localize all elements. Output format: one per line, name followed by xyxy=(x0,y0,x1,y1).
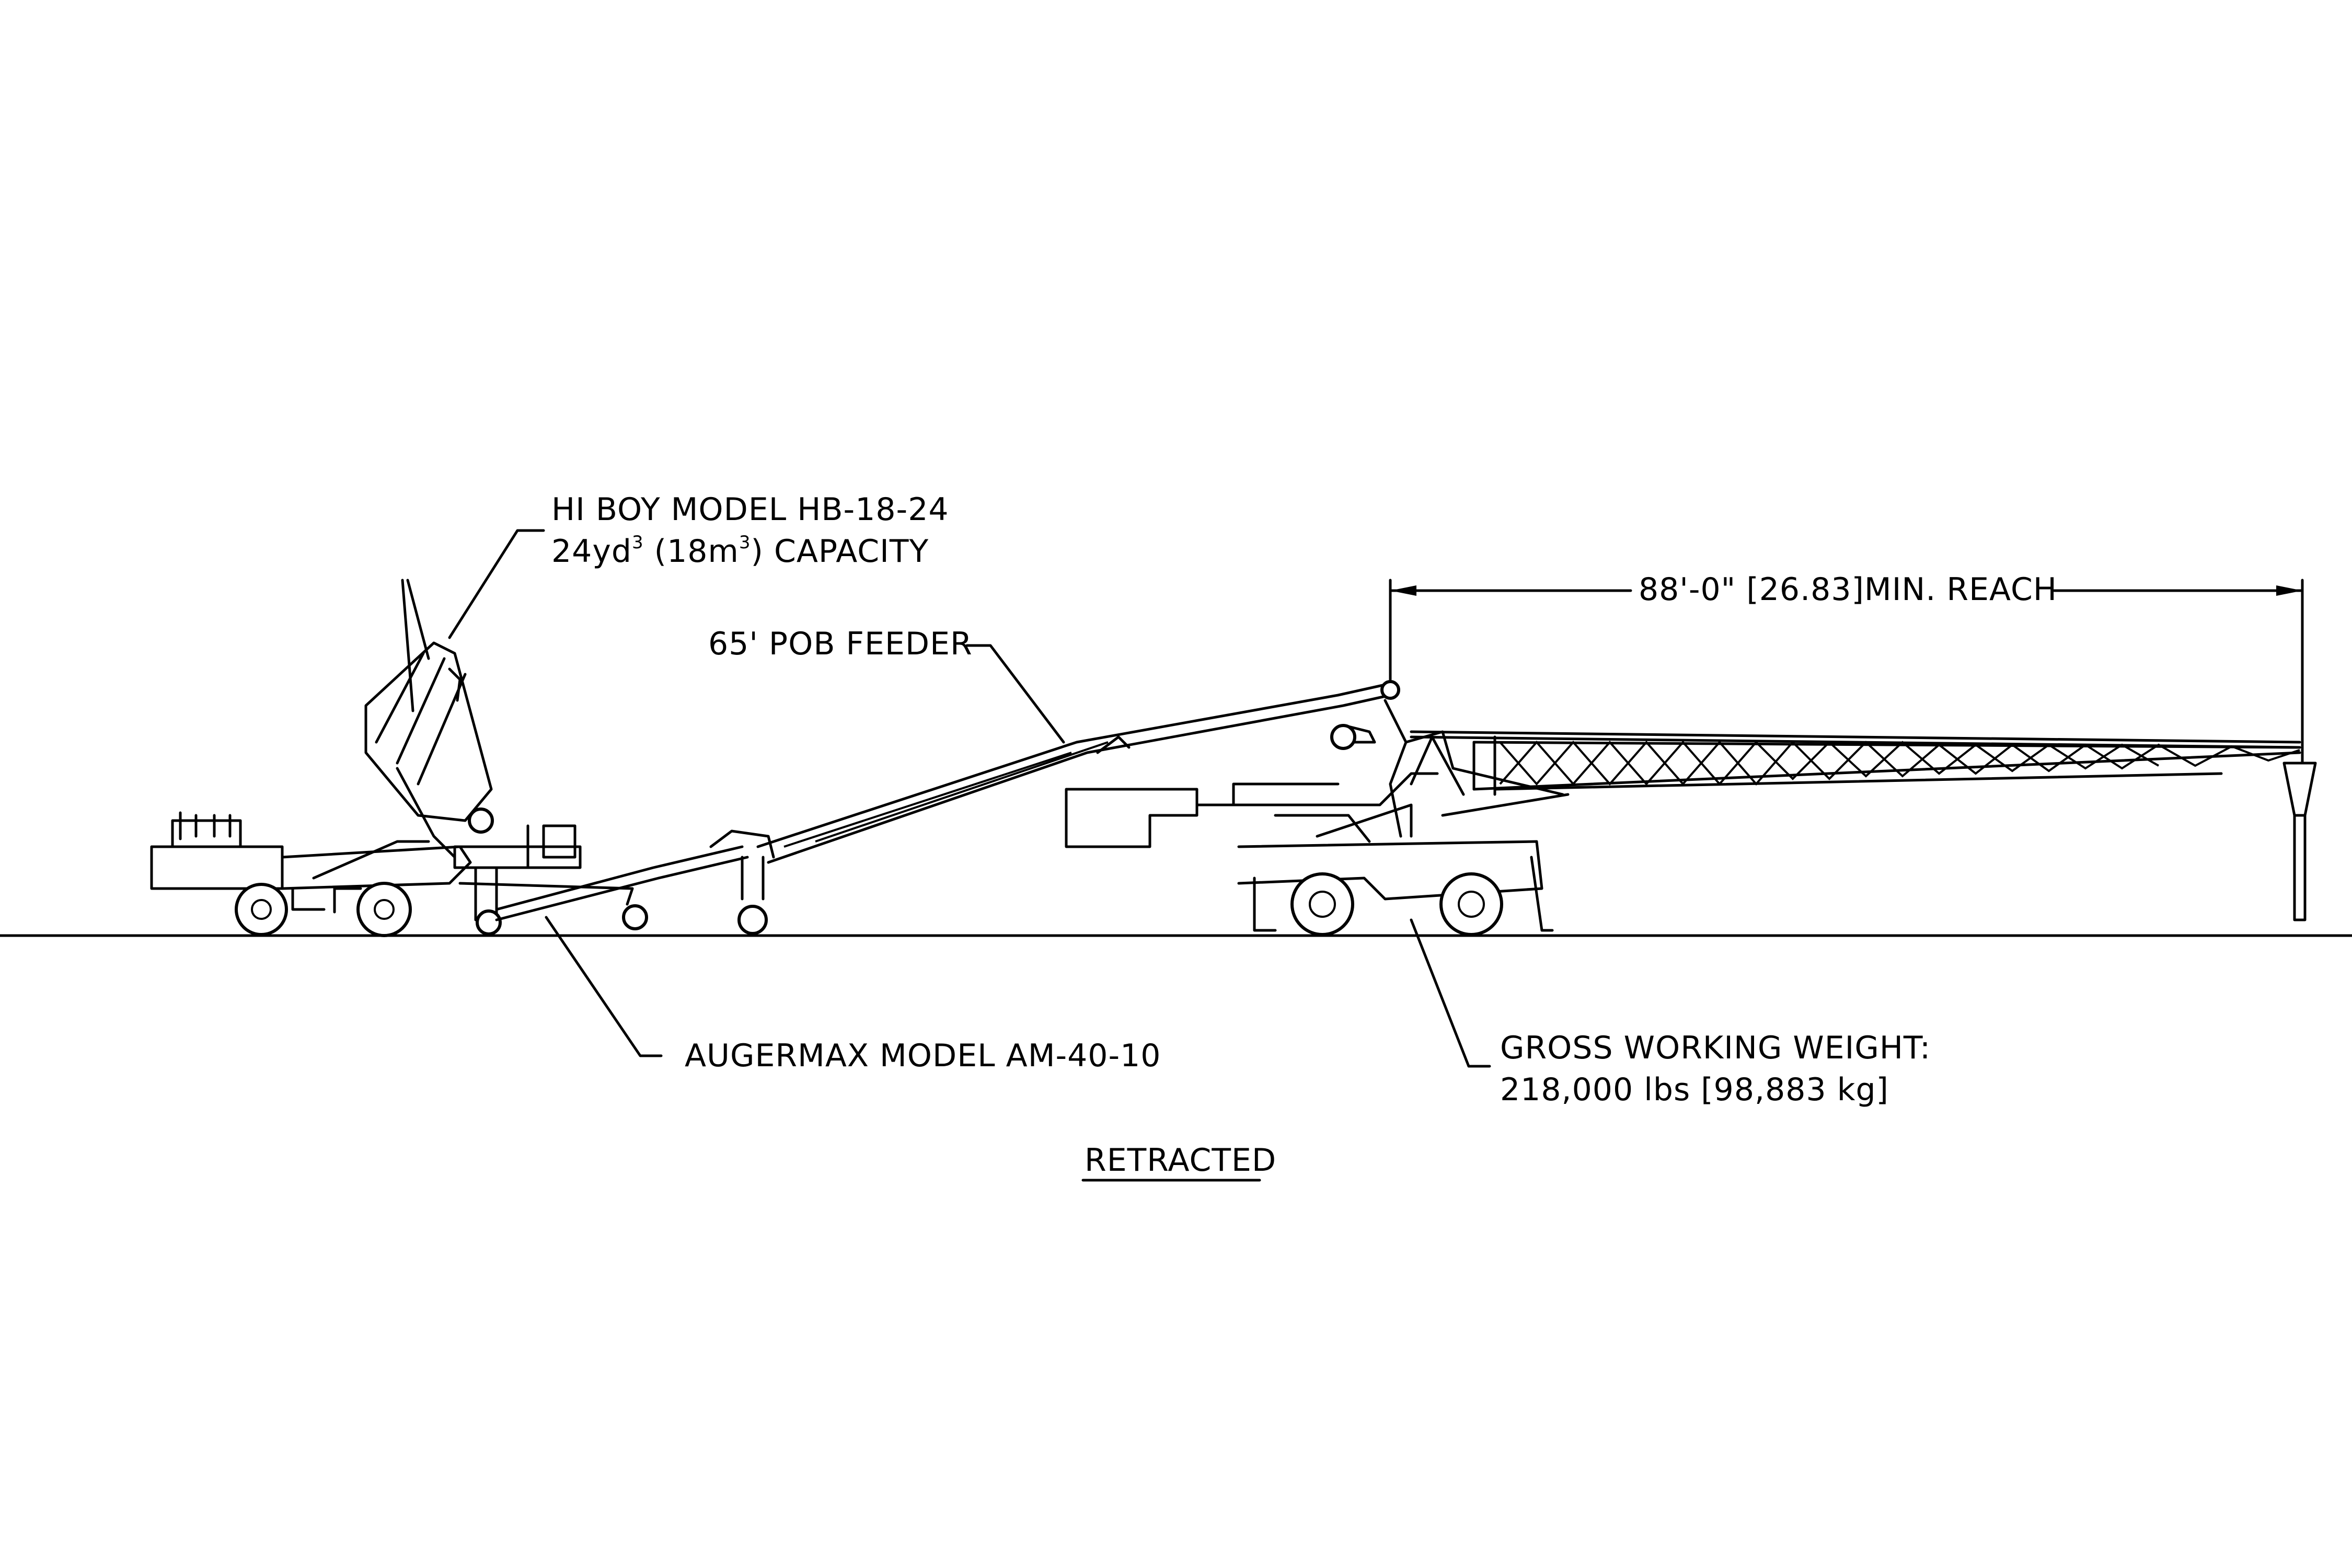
hiboy-model-label: HI BOY MODEL HB-18-24 xyxy=(551,491,949,528)
hiboy-truck xyxy=(150,811,472,937)
hiboy-leader xyxy=(448,529,545,639)
pob-feeder-conveyor xyxy=(756,680,1400,864)
augermax-leader xyxy=(545,916,663,1057)
weight-label-line2: 218,000 lbs [98,883 kg] xyxy=(1500,1071,1889,1108)
augermax-unit xyxy=(453,824,775,936)
telescoping-truss xyxy=(1410,730,2317,921)
feeder-label: 65' POB FEEDER xyxy=(708,626,973,662)
feeder-leader xyxy=(965,644,1065,744)
weight-label-line1: GROSS WORKING WEIGHT: xyxy=(1500,1030,1931,1066)
augermax-label: AUGERMAX MODEL AM-40-10 xyxy=(685,1037,1161,1074)
reach-dimension xyxy=(1389,579,2304,765)
telescoping-conveyor-truck xyxy=(1065,699,1570,936)
hiboy-capacity-label: 24yd3 (18m3) CAPACITY xyxy=(551,532,929,570)
hiboy-hopper xyxy=(364,579,494,859)
reach-label: 88'-0" [26.83]MIN. REACH xyxy=(1639,571,2057,608)
view-title: RETRACTED xyxy=(1085,1142,1276,1179)
weight-leader xyxy=(1410,918,1491,1068)
